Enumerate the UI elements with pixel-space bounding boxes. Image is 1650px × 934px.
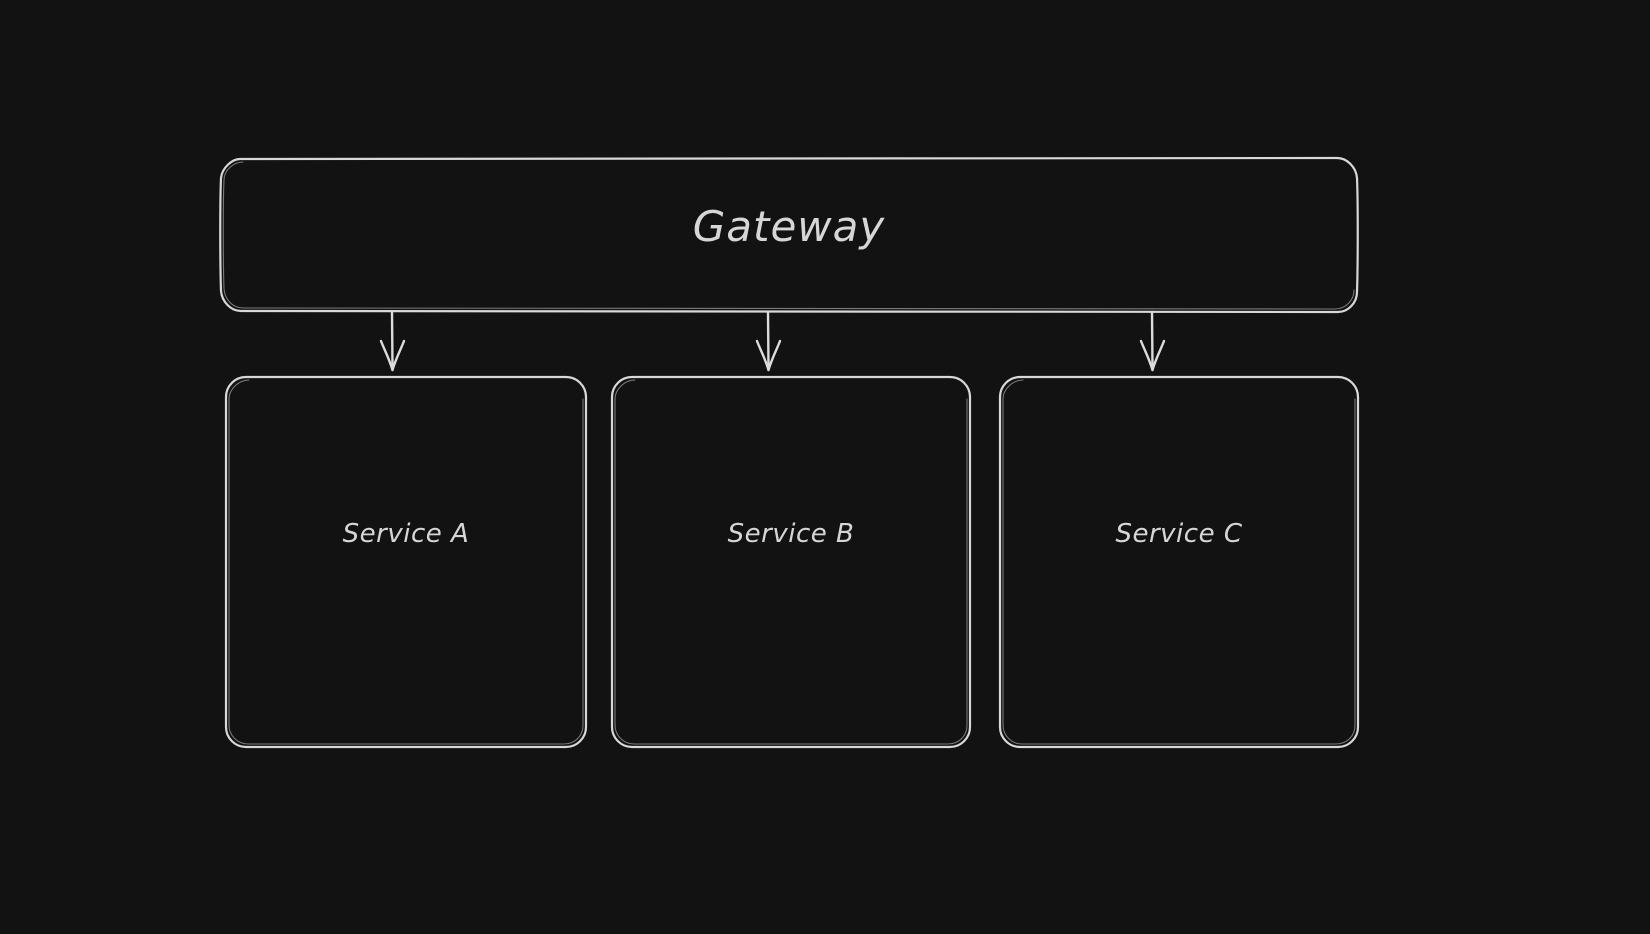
- edge-c-arrowhead-left: [1139, 339, 1154, 372]
- node-service-c[interactable]: [998, 375, 1360, 749]
- edge-a-arrowhead-right: [391, 339, 406, 372]
- edge-c-arrowhead-right: [1151, 339, 1166, 372]
- service-b-box-outline: [610, 375, 972, 749]
- service-a-box-sketch-pass: [228, 379, 584, 745]
- service-a-box-outline: [224, 375, 588, 749]
- edge-a-line: [390, 310, 394, 370]
- edge-b-arrowhead-right: [767, 339, 782, 372]
- service-b-box-sketch-pass: [614, 379, 968, 745]
- service-c-box-outline: [998, 375, 1360, 749]
- edge-gateway-to-service-a[interactable]: [379, 310, 406, 372]
- edge-c-line: [1150, 310, 1154, 370]
- gateway-box-outline: [219, 156, 1359, 314]
- node-gateway[interactable]: [219, 156, 1359, 314]
- gateway-box-sketch-pass: [222, 161, 1355, 310]
- service-c-box-sketch-pass: [1002, 379, 1356, 745]
- edge-b-arrowhead-left: [755, 339, 770, 372]
- node-service-b[interactable]: [610, 375, 972, 749]
- edge-gateway-to-service-b[interactable]: [755, 310, 782, 372]
- edge-b-line: [766, 310, 770, 370]
- edge-a-arrowhead-left: [379, 339, 394, 372]
- node-service-a[interactable]: [224, 375, 588, 749]
- edge-gateway-to-service-c[interactable]: [1139, 310, 1166, 372]
